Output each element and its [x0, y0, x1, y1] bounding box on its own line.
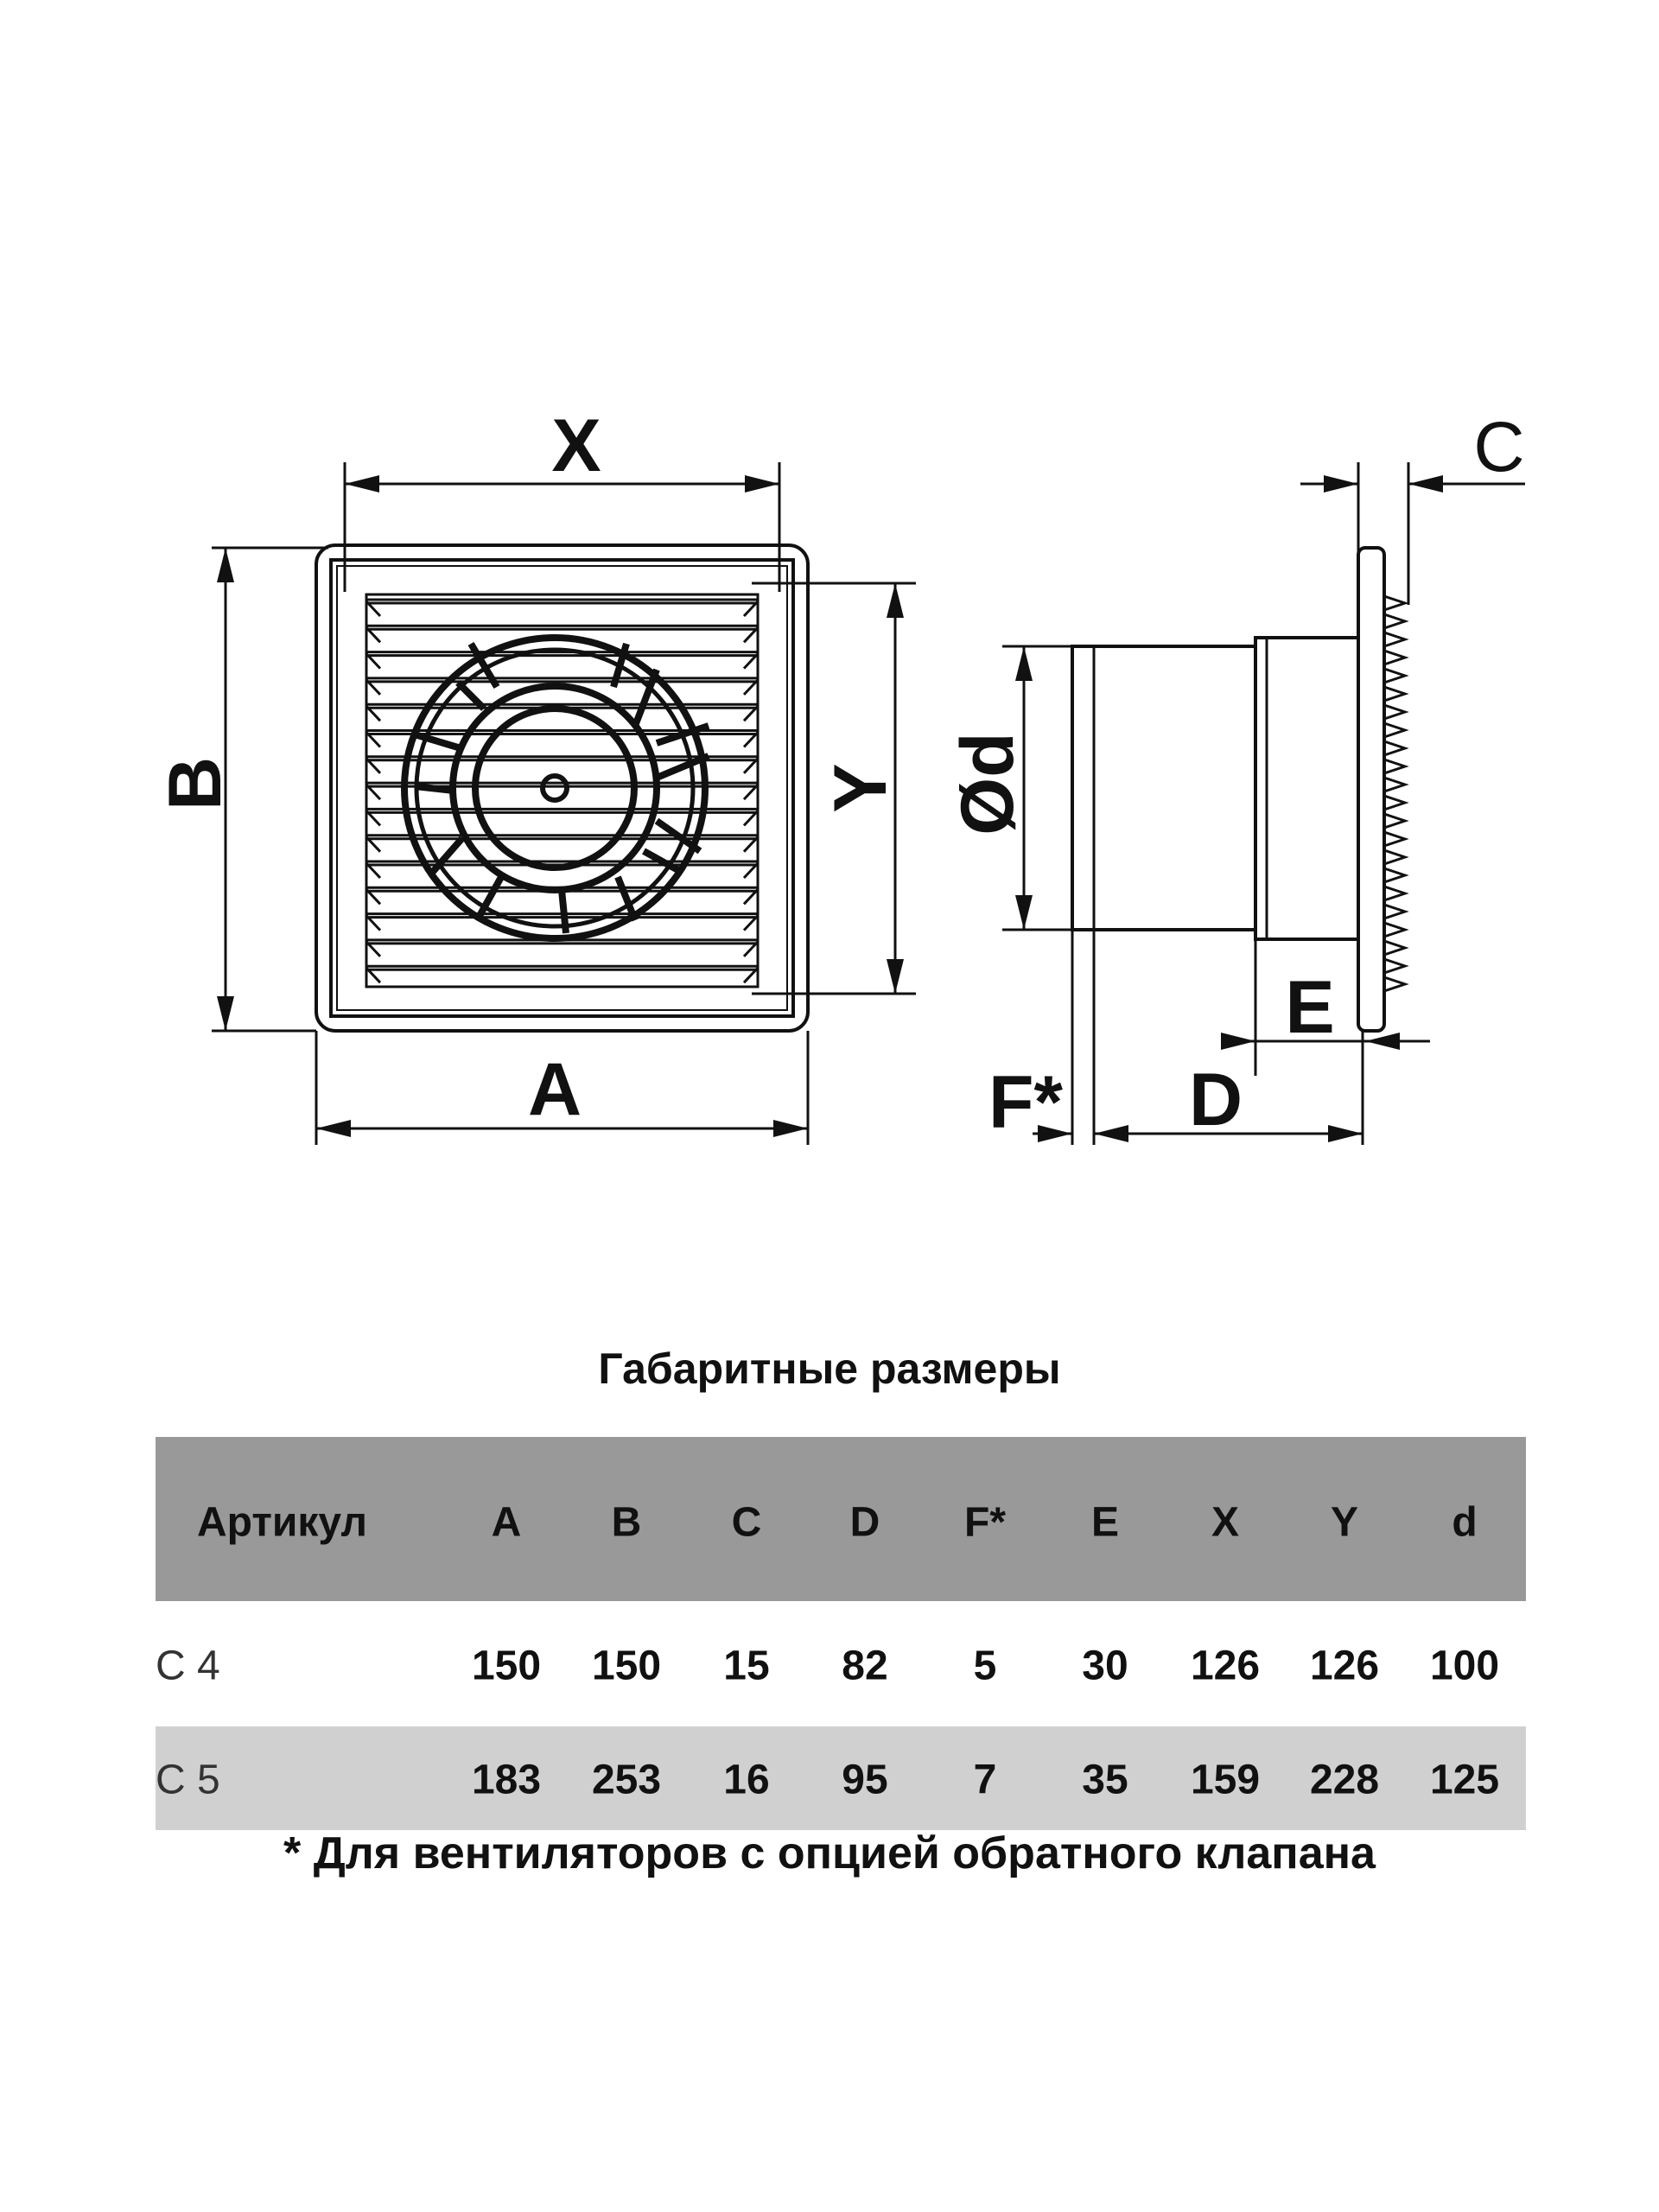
table-header-cell: F*	[964, 1499, 1006, 1546]
louver-tooth	[1383, 703, 1409, 721]
table-cell: 5	[973, 1643, 997, 1689]
louver-tooth	[1383, 921, 1409, 938]
louver-tooth	[1383, 885, 1409, 902]
louver-tooth	[1383, 721, 1409, 739]
louver-tooth	[1383, 594, 1409, 612]
table-header-cell: Артикул	[197, 1499, 367, 1546]
table-cell: 7	[973, 1757, 997, 1803]
louver-tooth	[1383, 613, 1409, 630]
louver-tooth	[1383, 867, 1409, 884]
table-cell: 228	[1309, 1757, 1380, 1803]
louver-tooth	[1383, 740, 1409, 757]
grille	[365, 593, 760, 988]
table-cell: 159	[1190, 1757, 1261, 1803]
duct	[1071, 645, 1257, 931]
table-cell: С 4	[156, 1643, 220, 1689]
table-cell: 100	[1429, 1643, 1500, 1689]
flange	[1357, 546, 1386, 1033]
louver-tooth	[1383, 631, 1409, 648]
louver-tooth	[1383, 794, 1409, 811]
louver-tooth	[1383, 758, 1409, 775]
footnote: * Для вентиляторов с опцией обратного кл…	[283, 1828, 1376, 1878]
louver-slat	[365, 781, 760, 801]
table-header-cell: D	[849, 1499, 880, 1546]
motor-housing	[1254, 636, 1360, 941]
table-cell: 150	[471, 1643, 542, 1689]
table-cell: 150	[591, 1643, 662, 1689]
table-header-cell: Y	[1330, 1499, 1359, 1546]
label-d-diameter: Ød	[946, 732, 1029, 835]
table-header-cell: X	[1211, 1499, 1240, 1546]
table-header-cell: B	[611, 1499, 642, 1546]
louver-tooth	[1383, 649, 1409, 666]
table-title: Габаритные размеры	[598, 1344, 1061, 1393]
table-header-cell: A	[491, 1499, 522, 1546]
table-cell: 126	[1309, 1643, 1380, 1689]
table-header-cell: E	[1090, 1499, 1120, 1546]
label-e: E	[1285, 966, 1334, 1049]
label-a: A	[528, 1048, 582, 1131]
table-cell: 253	[591, 1757, 662, 1803]
label-d: D	[1189, 1058, 1243, 1141]
louver-slat	[365, 677, 760, 696]
louver-tooth	[1383, 830, 1409, 848]
louver-tooth	[1383, 849, 1409, 866]
table-cell: 125	[1429, 1757, 1500, 1803]
table-cell: 15	[723, 1643, 770, 1689]
louver-slat	[365, 598, 760, 618]
table-header-cell: d	[1452, 1499, 1478, 1546]
side-view	[1071, 546, 1409, 1033]
label-f: F*	[988, 1061, 1064, 1144]
table-cell: 16	[723, 1757, 770, 1803]
louver-slat	[365, 938, 760, 957]
grille-louvers-side	[1383, 594, 1409, 993]
table-cell: 30	[1082, 1643, 1128, 1689]
louver-tooth	[1383, 667, 1409, 684]
front-view	[315, 543, 810, 1033]
outer-frame	[315, 543, 810, 1033]
louver-tooth	[1383, 939, 1409, 957]
louver-tooth	[1383, 957, 1409, 975]
louver-slat	[365, 624, 760, 644]
label-y: Y	[819, 763, 902, 812]
table-cell: 126	[1190, 1643, 1261, 1689]
table-cell: 82	[842, 1643, 888, 1689]
table-header-bg	[156, 1437, 1526, 1601]
table-header-cell: C	[731, 1499, 762, 1546]
louver-slat	[365, 651, 760, 670]
louver-tooth	[1383, 903, 1409, 920]
label-x: X	[551, 404, 601, 487]
inner-frame	[329, 558, 795, 1018]
louver-slat	[365, 807, 760, 827]
louver-tooth	[1383, 776, 1409, 793]
louver-slat	[365, 964, 760, 984]
louver-tooth	[1383, 812, 1409, 830]
label-c: C	[1473, 408, 1524, 486]
table-cell: 35	[1082, 1757, 1128, 1803]
louver-tooth	[1383, 976, 1409, 993]
fan-dimension-drawing: X B A Y Ød C E D F*	[154, 404, 1525, 1145]
table-cell: 95	[842, 1757, 888, 1803]
label-b: B	[154, 757, 237, 810]
fan-impeller	[401, 634, 710, 942]
louver-slat	[365, 834, 760, 853]
louver-tooth	[1383, 685, 1409, 702]
table-row-alt-bg	[156, 1726, 1526, 1830]
louver-slat	[365, 755, 760, 774]
louver-slat	[365, 729, 760, 748]
dimension-lines	[212, 462, 1525, 1145]
table-cell: С 5	[156, 1757, 220, 1803]
table-cell: 183	[471, 1757, 542, 1803]
